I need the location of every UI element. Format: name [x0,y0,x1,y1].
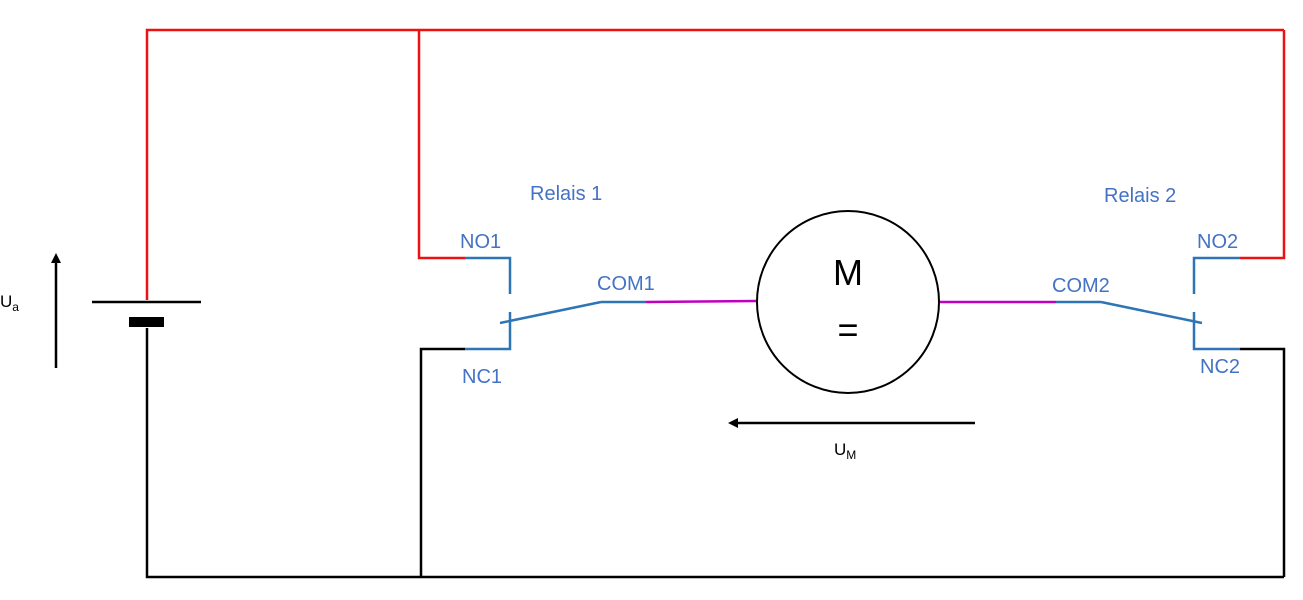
relay-2-nc-label: NC2 [1200,356,1240,378]
positive-supply-wires [145,28,1286,300]
relay-2-no-contact [1192,256,1240,294]
motor-circle [756,210,940,394]
motor-voltage-label-main: U [834,440,846,459]
negative-return-wires [145,328,1286,579]
relay-2-switch-lever [1100,300,1203,325]
top-rail-to-no1-wire [417,30,465,260]
relay-2 [1056,256,1240,351]
battery-to-top-rail-wire [145,28,1284,300]
battery-voltage-label-subscript: a [12,300,19,314]
top-rail-to-no2-wire [1240,30,1286,260]
motor-voltage-label: UM [834,440,856,462]
relay-1-no-contact [465,256,512,294]
relay-2-nc-contact [1192,312,1240,351]
relay-1-switch-lever [499,300,602,325]
battery-short-plate [129,317,164,327]
motor-wire-left [645,299,757,304]
motor-dc-symbol: = [837,309,858,350]
relay-1 [465,256,646,351]
relay-1-title: Relais 1 [530,183,602,205]
motor-voltage-label-subscript: M [846,448,856,462]
dc-motor: M = [756,210,940,394]
relay-1-no-label: NO1 [460,231,501,253]
relay-2-title: Relais 2 [1104,185,1176,207]
relay-2-no-label: NO2 [1197,231,1238,253]
battery-voltage-label: Ua [0,292,19,314]
relay-1-com-label: COM1 [597,273,655,295]
battery-voltage-label-main: U [0,292,12,311]
relay-1-nc-contact [465,312,512,351]
motor-letter: M [833,252,863,293]
nc2-to-bottom-rail-wire [1240,347,1286,577]
relay-2-com-label: COM2 [1052,275,1110,297]
relay-1-nc-label: NC1 [462,366,502,388]
battery-to-bottom-rail-wire [145,328,1284,579]
battery-symbol [92,300,201,327]
nc1-to-bottom-rail-wire [419,347,465,577]
